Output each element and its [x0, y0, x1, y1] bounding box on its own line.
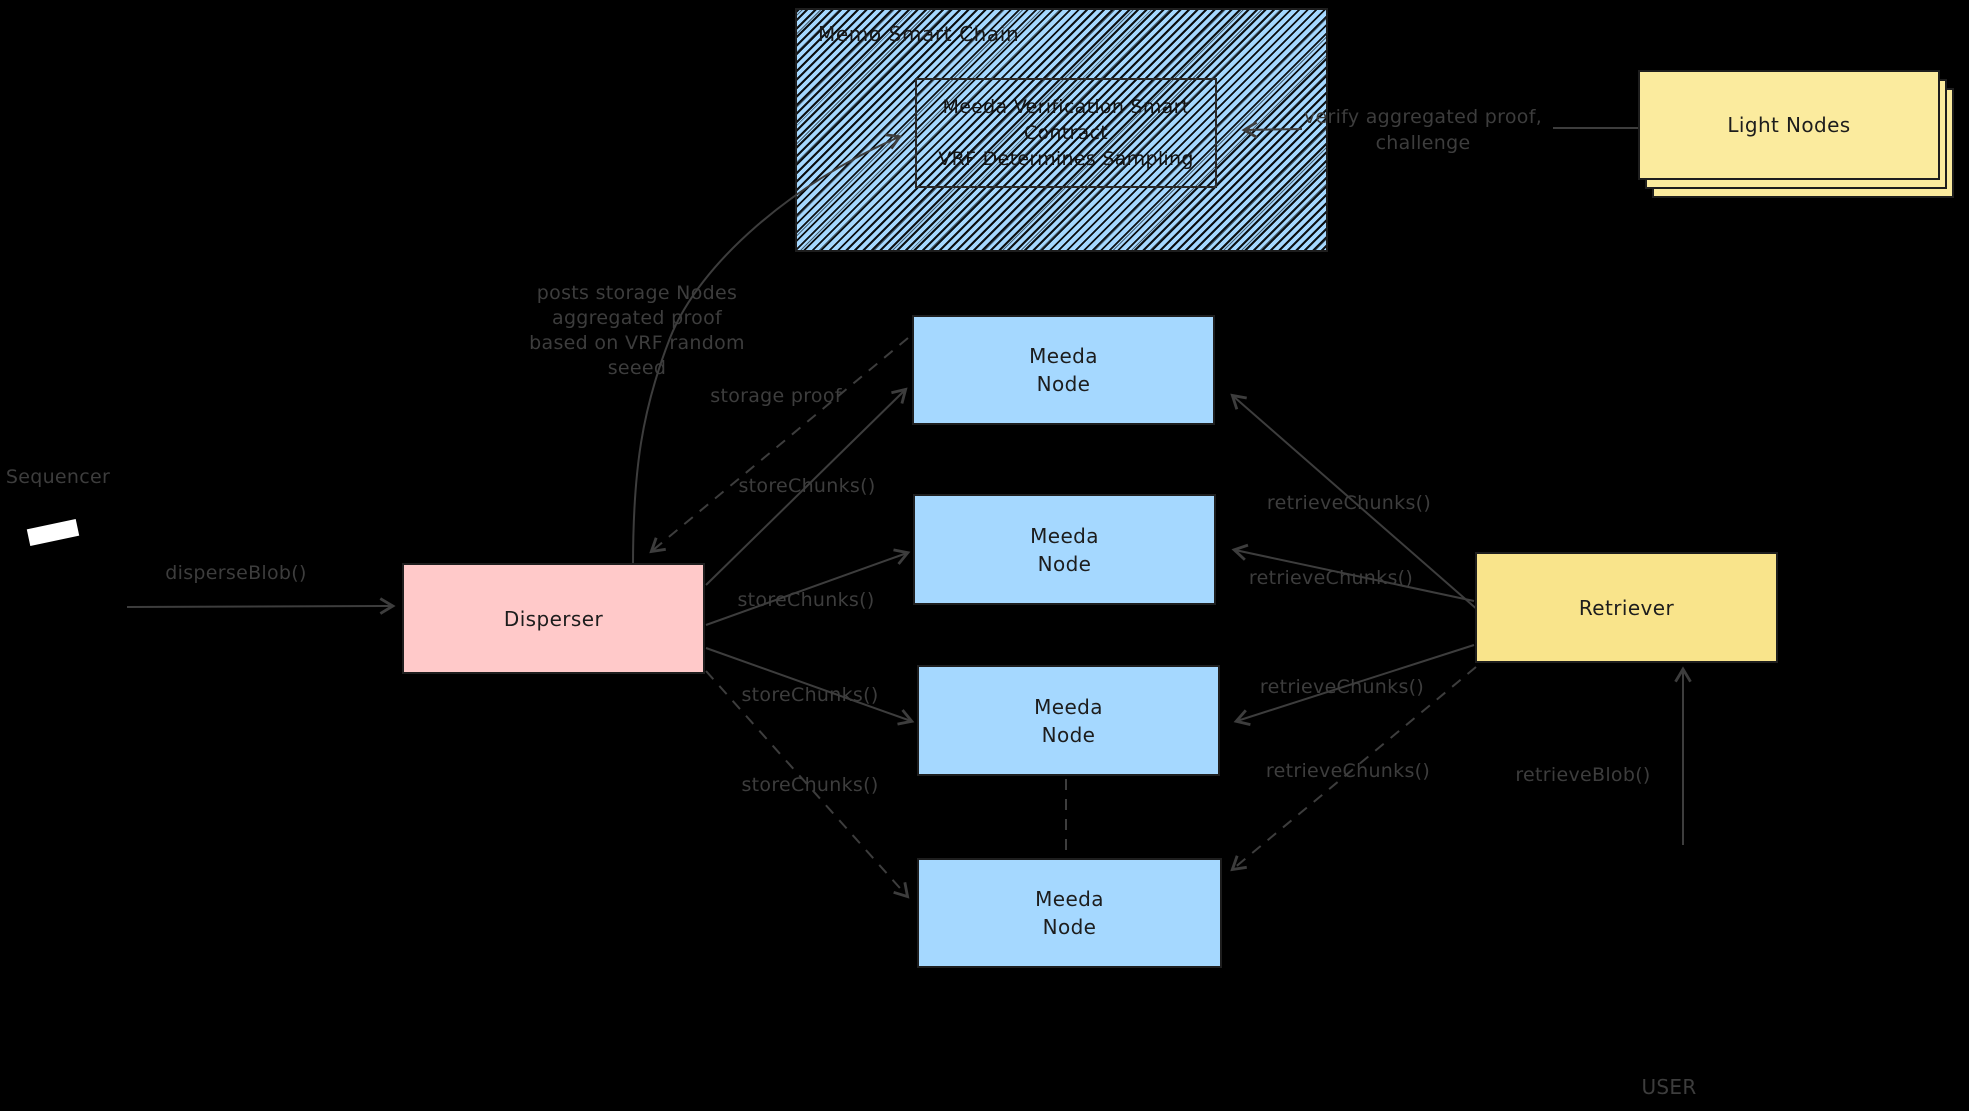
- edge-store-chunks-1: [705, 387, 908, 586]
- meeda-node-3-line2: Node: [1041, 722, 1096, 747]
- edge-store-chunks-2: [705, 548, 911, 626]
- storage-proof-label: storage proof: [710, 385, 842, 407]
- chain-title: Memo Smart Chain: [818, 22, 1020, 46]
- store-chunks-label-3: storeChunks(): [741, 684, 879, 706]
- meeda-node-2-line1: Meeda: [1030, 523, 1099, 548]
- meeda-node-box-3: Meeda Node: [917, 665, 1220, 776]
- meeda-node-1-line1: Meeda: [1029, 344, 1098, 368]
- memo-smart-chain-box: [795, 8, 1328, 252]
- posts-proof-line-4: seeed: [607, 357, 667, 379]
- retrieve-chunks-label-1: retrieveChunks(): [1266, 492, 1432, 514]
- disperser-label: Disperser: [503, 606, 604, 631]
- store-chunks-label-1: storeChunks(): [738, 475, 876, 497]
- edge-store-chunks-3: [705, 647, 915, 726]
- edge-storage-proof: [649, 337, 909, 554]
- edge-retrieve-chunks-2: [1231, 543, 1475, 602]
- meeda-node-3-line1: Meeda: [1034, 694, 1103, 719]
- edge-verify-left-segment: [1241, 121, 1303, 139]
- verification-contract-box: Meeda Verification Smart Contract VRF De…: [915, 78, 1217, 188]
- contract-line-1: Meeda Verification Smart: [942, 96, 1190, 118]
- retrieve-chunks-label-2: retrieveChunks(): [1248, 567, 1414, 589]
- edge-retrieve-chunks-4: [1230, 666, 1477, 872]
- meeda-node-box-4: Meeda Node: [917, 858, 1222, 968]
- edge-posts-proof: [632, 133, 903, 567]
- meeda-node-2-line2: Node: [1037, 551, 1092, 576]
- posts-proof-line-3: based on VRF random: [529, 332, 745, 354]
- disperse-blob-label: disperseBlob(): [165, 562, 307, 584]
- edge-store-chunks-4: [705, 670, 910, 899]
- meeda-node-4-line2: Node: [1042, 915, 1097, 939]
- contract-line-2: Contract: [1023, 122, 1109, 144]
- store-chunks-label-4: storeChunks(): [741, 774, 879, 796]
- posts-proof-line-1: posts storage Nodes: [536, 282, 738, 304]
- store-chunks-label-2: storeChunks(): [737, 589, 875, 611]
- user-label: USER: [1641, 1075, 1697, 1099]
- retrieve-chunks-label-4: retrieveChunks(): [1265, 760, 1431, 782]
- meeda-node-box-2: Meeda Node: [913, 494, 1216, 605]
- meeda-node-1-line2: Node: [1036, 372, 1091, 396]
- retrieve-chunks-label-3: retrieveChunks(): [1259, 676, 1425, 698]
- edge-disperse-blob: [126, 597, 396, 615]
- light-nodes-box: Light Nodes: [1638, 70, 1940, 180]
- posts-proof-line-2: aggregated proof: [552, 307, 722, 329]
- retriever-label: Retriever: [1578, 595, 1675, 620]
- edge-retrieve-chunks-1: [1230, 393, 1480, 612]
- contract-line-3: VRF Determines Sampling: [938, 148, 1194, 170]
- retriever-box: Retriever: [1475, 552, 1778, 663]
- verify-line-2: challenge: [1375, 132, 1471, 154]
- edge-retrieve-chunks-3: [1233, 644, 1475, 726]
- meeda-node-4-line1: Meeda: [1035, 887, 1104, 911]
- verify-proof-label: verify aggregated proof, challenge: [1304, 104, 1542, 156]
- verify-line-1: verify aggregated proof,: [1303, 106, 1543, 128]
- light-nodes-label: Light Nodes: [1727, 113, 1851, 137]
- meeda-node-box-1: Meeda Node: [912, 315, 1215, 425]
- posts-proof-label: posts storage Nodes aggregated proof bas…: [529, 281, 745, 381]
- sequencer-label: Sequencer: [5, 466, 111, 488]
- disperser-box: Disperser: [402, 563, 705, 674]
- retrieve-blob-label: retrieveBlob(): [1515, 764, 1651, 786]
